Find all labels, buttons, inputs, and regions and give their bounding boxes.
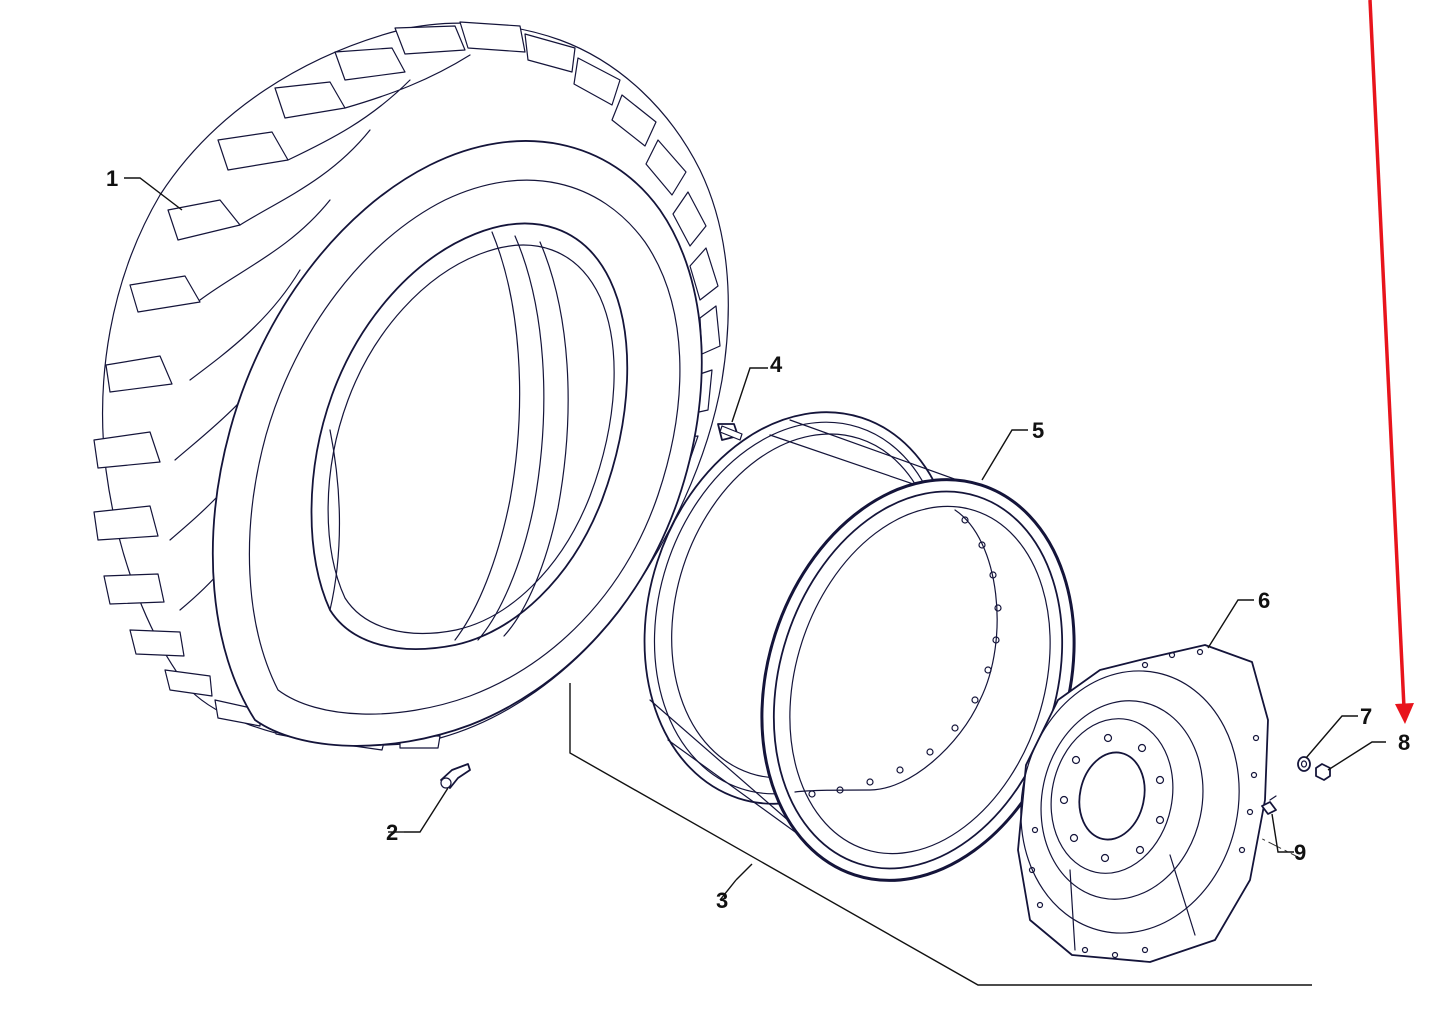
- leader-2: [404, 787, 449, 833]
- part-labels: 1 2 3 4 5 6 7 8 9: [106, 166, 1410, 913]
- leader-7: [1305, 715, 1358, 759]
- label-part-7: 7: [1360, 704, 1372, 729]
- leader-lines: [124, 177, 1386, 986]
- label-part-5: 5: [1032, 418, 1044, 443]
- tire[interactable]: [93, 21, 729, 751]
- leader-6: [1207, 599, 1254, 649]
- disc-rim-holes: [1028, 648, 1260, 959]
- washer[interactable]: [1297, 756, 1311, 772]
- leader-1: [124, 177, 183, 211]
- label-part-8: 8: [1398, 730, 1410, 755]
- highlight-arrow-shaft: [1368, 0, 1406, 709]
- wheel-nut[interactable]: [1315, 763, 1331, 781]
- leader-3: [569, 683, 1312, 986]
- label-part-6: 6: [1258, 588, 1270, 613]
- stud-bolt[interactable]: [1261, 795, 1277, 815]
- wheel-disc[interactable]: [997, 644, 1269, 963]
- label-part-4: 4: [770, 352, 783, 377]
- leader-3c: [719, 879, 737, 901]
- highlight-arrow-head: [1395, 703, 1414, 724]
- leader-3b: [735, 863, 753, 881]
- rim-bolt-holes: [808, 516, 1002, 798]
- valve-stem[interactable]: [440, 763, 471, 789]
- bolt[interactable]: [717, 423, 743, 441]
- leader-9: [1271, 813, 1294, 853]
- label-part-9: 9: [1294, 840, 1306, 865]
- disc-stud-holes: [1059, 733, 1165, 863]
- leader-5: [981, 429, 1028, 481]
- leader-8: [1327, 741, 1386, 771]
- label-part-1: 1: [106, 166, 118, 191]
- highlight-arrow: [1368, 0, 1414, 724]
- label-part-3: 3: [716, 888, 728, 913]
- leader-4: [731, 367, 768, 423]
- label-part-2: 2: [386, 820, 398, 845]
- tire-sidewall: [211, 140, 703, 747]
- rim[interactable]: [596, 371, 1124, 921]
